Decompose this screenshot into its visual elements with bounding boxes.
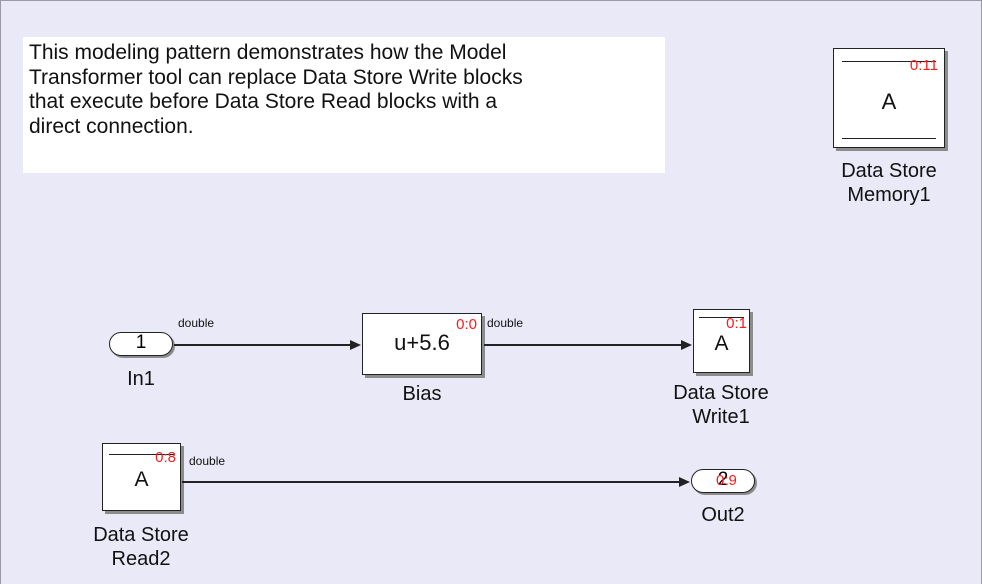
signal-label-bias: double <box>487 316 524 330</box>
arrowhead-bias-input <box>350 340 361 350</box>
dsr-label-line-2: Read2 <box>111 548 171 570</box>
outport-out2[interactable]: 2 0:9 <box>691 469 755 493</box>
dsm-label: Data Store Memory1 <box>799 159 979 207</box>
inport-number: 1 <box>135 332 147 353</box>
signal-line-bias-dsw[interactable] <box>484 344 682 346</box>
data-store-memory-block[interactable]: A 0:11 <box>833 48 945 148</box>
dsw-top-line <box>699 317 744 318</box>
dsr-top-line <box>109 454 174 455</box>
dsw-label-line-2: Write1 <box>692 406 750 428</box>
outport-number: 2 <box>717 469 729 490</box>
dsw-execution-order: 0:1 <box>726 315 747 332</box>
dsr-execution-order: 0:8 <box>155 449 176 466</box>
bias-execution-order: 0:0 <box>456 316 477 333</box>
dsr-label-line-1: Data Store <box>93 524 189 546</box>
inport-in1[interactable]: 1 <box>109 332 173 356</box>
dsm-label-line-2: Memory1 <box>847 184 931 206</box>
out2-label: Out2 <box>701 504 745 526</box>
dsm-execution-order: 0:11 <box>909 57 938 74</box>
arrowhead-dsw-input <box>681 340 692 350</box>
dsw-block-text: A <box>714 332 729 355</box>
dsm-block-text: A <box>881 89 897 114</box>
annotation-line-4: direct connection. <box>29 114 194 138</box>
signal-label-dsr: double <box>189 454 226 468</box>
bias-block[interactable]: u+5.6 0:0 <box>362 313 482 375</box>
bias-block-text: u+5.6 <box>394 330 450 355</box>
arrowhead-out2-input <box>679 477 690 487</box>
dsm-label-line-1: Data Store <box>841 160 937 182</box>
dsm-bottom-line <box>842 138 936 139</box>
annotation-line-3: that execute before Data Store Read bloc… <box>29 90 498 113</box>
signal-line-dsr-out2[interactable] <box>182 481 680 483</box>
signal-label-in1: double <box>178 316 215 330</box>
signal-line-in1-bias[interactable] <box>174 344 352 346</box>
in1-label: In1 <box>127 368 155 390</box>
dsr-block-text: A <box>134 468 149 491</box>
out2-execution-order: 0:9 <box>716 472 737 489</box>
annotation-line-2: Transformer tool can replace Data Store … <box>29 65 523 89</box>
dsw-label-line-1: Data Store <box>673 382 769 404</box>
data-store-write-block[interactable]: A 0:1 <box>693 309 750 373</box>
model-annotation[interactable]: This modeling pattern demonstrates how t… <box>23 37 665 173</box>
dsr-label: Data Store Read2 <box>51 523 231 571</box>
data-store-read-block[interactable]: A 0:8 <box>102 443 181 511</box>
dsm-top-line <box>842 61 936 62</box>
bias-label: Bias <box>402 383 442 405</box>
dsw-label: Data Store Write1 <box>631 381 811 429</box>
annotation-line-1: This modeling pattern demonstrates how t… <box>29 41 507 64</box>
